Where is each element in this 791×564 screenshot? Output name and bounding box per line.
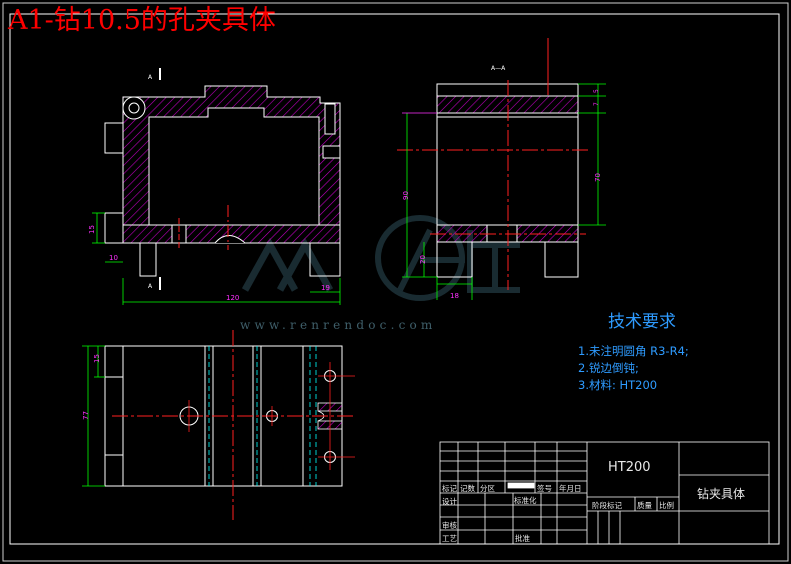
- tb-scale: 比例: [659, 501, 674, 510]
- tb-stage: 阶段标记: [592, 501, 622, 510]
- dim-side-top-a: 5: [593, 89, 600, 93]
- part-name-label: 钻夹具体: [697, 487, 746, 501]
- tb-standard: 标准化: [514, 496, 537, 505]
- tech-requirement-item: 1.未注明圆角 R3-R4;: [578, 344, 689, 358]
- tech-requirements-heading: 技术要求: [608, 312, 676, 332]
- dim-side-top-b: 7: [593, 102, 600, 106]
- tech-requirement-item: 3.材料: HT200: [578, 378, 658, 392]
- dim-front-bottom-left: 10: [109, 254, 118, 262]
- inner-frame: [9, 13, 780, 545]
- drawing-title: A1-钻10.5的孔夹具体: [8, 5, 276, 36]
- dim-plan-small: 15: [93, 354, 101, 363]
- front-section-view: A A 120 19 10 15: [88, 68, 341, 305]
- tb-review: 审核: [442, 521, 457, 530]
- tb-approve: 批准: [515, 534, 530, 543]
- tb-date: 年月日: [559, 484, 582, 493]
- dim-side-height-right: 70: [594, 173, 602, 182]
- dim-front-bottom-right: 19: [321, 284, 330, 292]
- dim-front-width: 120: [226, 294, 239, 302]
- material-label: HT200: [608, 460, 651, 475]
- front-wall-hatch: [122, 85, 341, 244]
- tb-weight: 质量: [637, 501, 652, 510]
- watermark-logo: [241, 215, 520, 301]
- section-mark-front-bottom: A: [148, 283, 153, 290]
- tb-marks: 标记: [442, 484, 457, 493]
- tech-requirement-item: 2.锐边倒钝;: [578, 361, 639, 375]
- side-section-view: A—A 5 7 70 90 20 18: [397, 38, 606, 300]
- dim-side-bottom-height: 20: [419, 255, 427, 264]
- title-block: [439, 441, 770, 545]
- hinge-hole: [128, 102, 140, 114]
- section-mark-side: A—A: [491, 65, 506, 72]
- dim-side-bottom-width: 18: [450, 292, 459, 300]
- hinge-boss: [122, 96, 146, 120]
- dim-side-height-left: 90: [402, 191, 410, 200]
- dim-plan-height: 77: [82, 411, 90, 420]
- tb-sign: 签号: [537, 484, 552, 493]
- section-mark-front-top: A: [148, 74, 153, 81]
- tb-zone: 分区: [480, 484, 495, 493]
- dim-front-left-height: 15: [88, 225, 96, 234]
- tech-requirements-list: 1.未注明圆角 R3-R4; 2.锐边倒钝; 3.材料: HT200: [578, 343, 689, 394]
- plan-view: 77 15: [82, 330, 355, 520]
- tb-count: 记数: [460, 484, 475, 493]
- watermark-text: www.renrendoc.com: [240, 318, 437, 332]
- tb-design: 设计: [442, 497, 457, 506]
- tb-process: 工艺: [442, 534, 457, 543]
